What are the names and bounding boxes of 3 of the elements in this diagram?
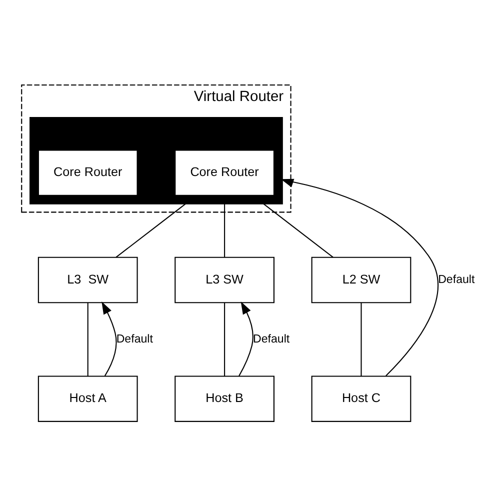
edge-label: Default [116, 332, 152, 345]
edge-label: Default [252, 332, 290, 345]
edge-label: Default [438, 273, 474, 286]
